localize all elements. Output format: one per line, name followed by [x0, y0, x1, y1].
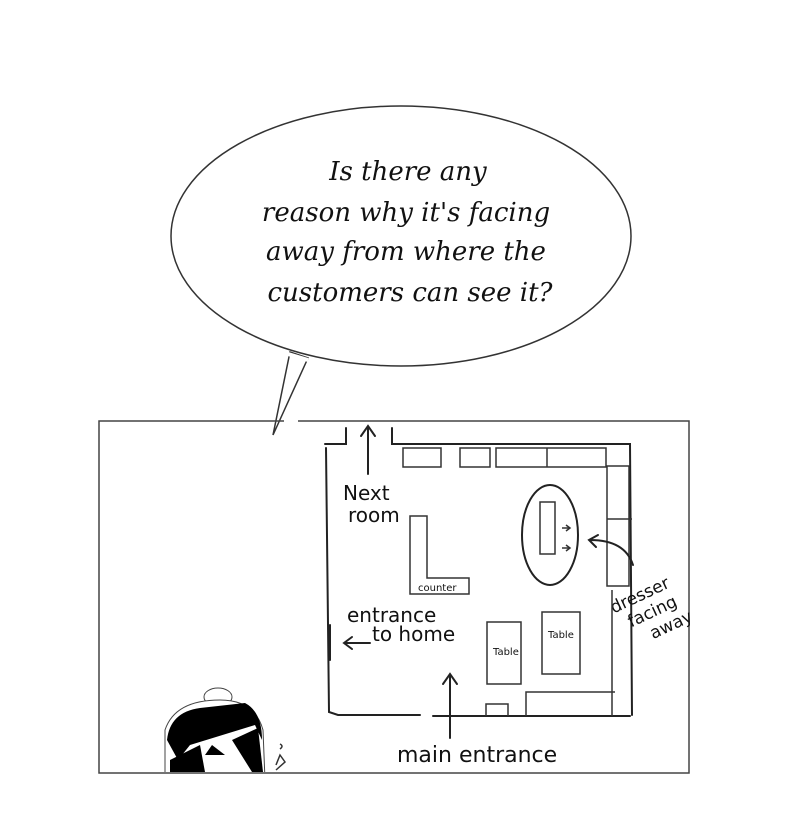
label-main-entrance: main entrance: [397, 743, 557, 768]
speech-bubble: Is there any reason why it's facing away…: [170, 105, 632, 436]
speech-line-1: Is there any: [328, 157, 487, 187]
arrow-left-icon: [342, 636, 371, 650]
comic-panel: [98, 420, 690, 774]
table-1: [486, 621, 522, 685]
speech-line-4: customers can see it?: [268, 278, 554, 308]
label-table-2: Table: [547, 630, 574, 641]
dresser-shape: [539, 501, 556, 555]
label-counter: counter: [418, 583, 457, 594]
character-head: [164, 687, 287, 772]
table-2: [541, 611, 581, 675]
arrow-pointer-icon: [587, 534, 634, 566]
counter-shape: [409, 515, 470, 595]
label-entrance-2: to home: [372, 622, 455, 646]
label-next-room-2: room: [348, 503, 400, 527]
floor-plan: Next room counter entrance to home dress…: [324, 424, 696, 768]
speech-line-3: away from where the: [266, 237, 546, 267]
label-table-1: Table: [492, 647, 519, 658]
label-entrance-1: entrance: [347, 603, 436, 627]
label-next-room-1: Next: [343, 481, 390, 505]
speech-line-2: reason why it's facing: [262, 198, 550, 228]
dresser-circle: [521, 484, 579, 586]
